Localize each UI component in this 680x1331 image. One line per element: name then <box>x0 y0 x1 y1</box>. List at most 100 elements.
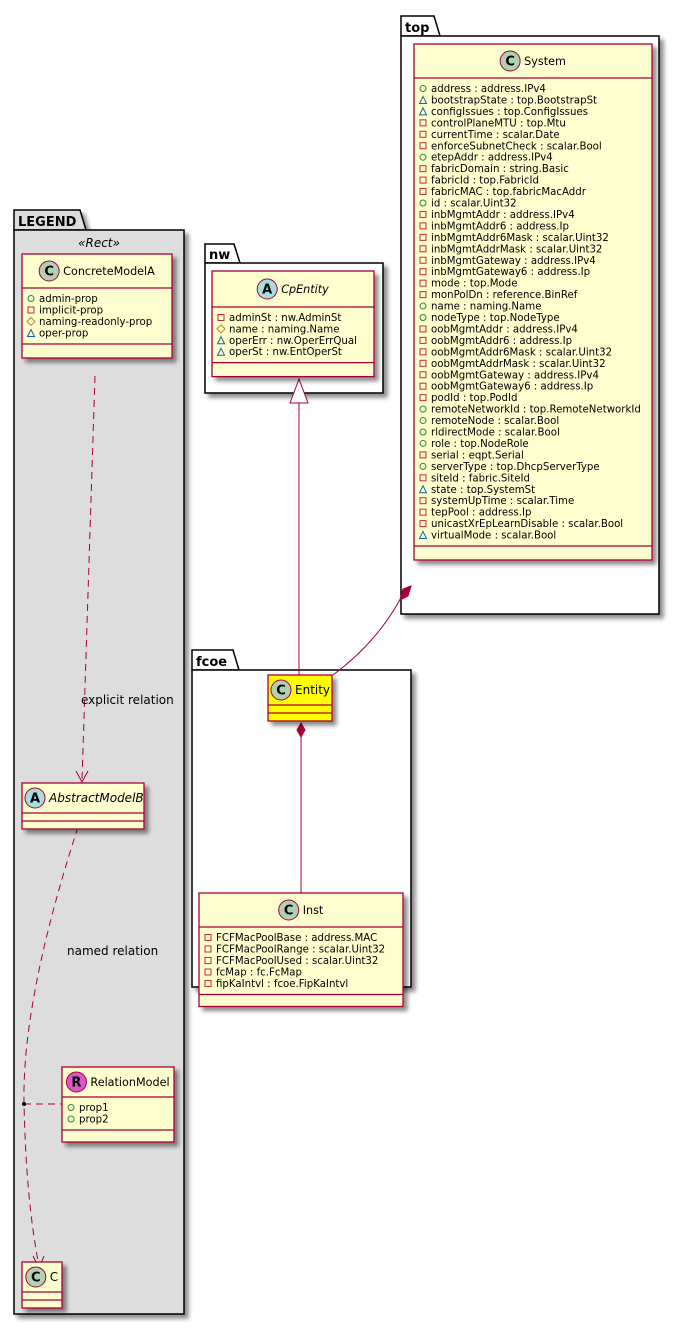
class-name: System <box>524 55 566 68</box>
package-visibility-icon <box>216 335 226 345</box>
private-visibility-icon <box>217 314 225 321</box>
relation-named-label: named relation <box>67 944 158 958</box>
private-visibility-icon <box>419 394 427 402</box>
attribute-text: inbMgmtAddr : address.IPv4 <box>431 210 575 221</box>
class-spot-letter: C <box>44 265 54 280</box>
class-attribute: serial : eqpt.Serial <box>419 450 524 461</box>
relation-composition-system-line[interactable] <box>332 591 405 676</box>
class-attribute: name : naming.Name <box>419 302 541 313</box>
class-attribute: inbMgmtGateway6 : address.Ip <box>419 267 590 278</box>
class-name: RelationModel <box>90 1076 169 1089</box>
class-spot-icon <box>25 1266 47 1288</box>
class-spot-letter: A <box>262 283 272 298</box>
attribute-text: oobMgmtGateway6 : address.Ip <box>431 382 593 393</box>
attribute-text: inbMgmtAddrMask : scalar.Uint32 <box>431 244 602 255</box>
private-visibility-icon <box>419 233 427 241</box>
class-attribute: id : scalar.Uint32 <box>419 199 517 210</box>
attribute-text: nodeType : top.NodeType <box>431 313 560 324</box>
package-visibility-icon <box>26 328 36 337</box>
private-visibility-icon <box>419 348 427 356</box>
class-attribute: oobMgmtGateway6 : address.Ip <box>419 382 593 393</box>
attribute-text: oobMgmtAddr : address.IPv4 <box>431 324 578 335</box>
attribute-text: mode : top.Mode <box>431 279 518 290</box>
public-visibility-icon <box>27 295 35 302</box>
class-attribute: FCFMacPoolRange : scalar.Uint32 <box>204 945 385 956</box>
class-box <box>211 270 375 378</box>
class-attribute: prop2 <box>67 1115 109 1126</box>
class-attribute: fipKaIntvl : fcoe.FipKaIntvl <box>204 979 348 990</box>
attribute-text: virtualMode : scalar.Bool <box>431 531 556 542</box>
class-name: CpEntity <box>281 283 329 296</box>
class-attribute: bootstrapState : top.BootstrapSt <box>418 95 597 106</box>
class-attribute: fcMap : fc.FcMap <box>204 968 302 979</box>
public-visibility-icon <box>419 439 427 447</box>
class-attribute: state : top.SystemSt <box>418 484 535 496</box>
class-attribute: tepPool : address.Ip <box>419 508 531 519</box>
class-attribute: operErr : nw.OperErrQual <box>216 335 357 347</box>
package-legend: LEGEND «Rect» <box>13 209 185 1315</box>
private-visibility-icon <box>419 119 427 127</box>
attribute-text: etepAddr : address.IPv4 <box>431 153 553 164</box>
attribute-text: FCFMacPoolBase : address.MAC <box>216 933 377 944</box>
attribute-text: adminSt : nw.AdminSt <box>229 313 341 324</box>
attribute-text: oobMgmtAddr6Mask : scalar.Uint32 <box>431 347 612 358</box>
class-attribute: operSt : nw.EntOperSt <box>216 347 342 358</box>
private-visibility-icon <box>27 306 35 314</box>
class-attribute: naming-readonly-prop <box>26 316 152 328</box>
private-visibility-icon <box>419 245 427 253</box>
class-attribute: oper-prop <box>26 328 88 340</box>
class-spot-letter: C <box>284 904 294 919</box>
composition-diamond-inst <box>296 721 306 739</box>
class-attribute: rldirectMode : scalar.Bool <box>419 428 560 439</box>
class-attribute: nodeType : top.NodeType <box>419 313 560 324</box>
relation-explicit-line[interactable] <box>81 375 96 781</box>
attribute-text: name : naming.Name <box>431 302 541 313</box>
private-visibility-icon <box>419 371 427 379</box>
attribute-text: currentTime : scalar.Date <box>431 130 560 141</box>
attribute-text: fabricDomain : string.Basic <box>431 164 569 175</box>
attribute-text: inbMgmtGateway6 : address.Ip <box>431 267 590 278</box>
public-visibility-icon <box>419 153 427 161</box>
attribute-text: oper-prop <box>39 329 88 340</box>
relation-named-line[interactable] <box>23 826 79 1267</box>
private-visibility-icon <box>419 130 427 138</box>
class-attribute: serverType : top.DhcpServerType <box>419 462 600 473</box>
attribute-text: unicastXrEpLearnDisable : scalar.Bool <box>431 519 623 530</box>
attribute-text: inbMgmtGateway : address.IPv4 <box>431 256 596 267</box>
attribute-text: admin-prop <box>39 294 98 305</box>
attribute-text: operSt : nw.EntOperSt <box>229 347 342 358</box>
class-attribute: adminSt : nw.AdminSt <box>217 313 341 324</box>
package-nw-title: nw <box>209 248 230 263</box>
attribute-text: prop1 <box>79 1103 109 1114</box>
class-attribute: FCFMacPoolBase : address.MAC <box>204 933 377 944</box>
relations <box>22 375 412 1270</box>
attribute-text: inbMgmtAddr6 : address.Ip <box>431 221 569 232</box>
class-spot-letter: A <box>30 792 40 807</box>
attribute-text: inbMgmtAddr6Mask : scalar.Uint32 <box>431 233 609 244</box>
attribute-text: naming-readonly-prop <box>39 317 152 328</box>
private-visibility-icon <box>419 279 427 287</box>
package-legend-stereotype: «Rect» <box>78 236 120 250</box>
attribute-text: serverType : top.DhcpServerType <box>431 462 600 473</box>
private-visibility-icon <box>419 142 427 150</box>
public-visibility-icon <box>419 314 427 321</box>
private-visibility-icon <box>204 945 212 953</box>
package-visibility-icon <box>216 347 226 356</box>
package-top-title: top <box>405 21 429 36</box>
class-name: C <box>50 1270 58 1284</box>
public-visibility-icon <box>419 199 427 207</box>
package-visibility-icon <box>418 484 428 494</box>
package-fcoe-title: fcoe <box>196 655 227 670</box>
private-visibility-icon <box>419 382 427 390</box>
public-visibility-icon <box>67 1104 75 1111</box>
